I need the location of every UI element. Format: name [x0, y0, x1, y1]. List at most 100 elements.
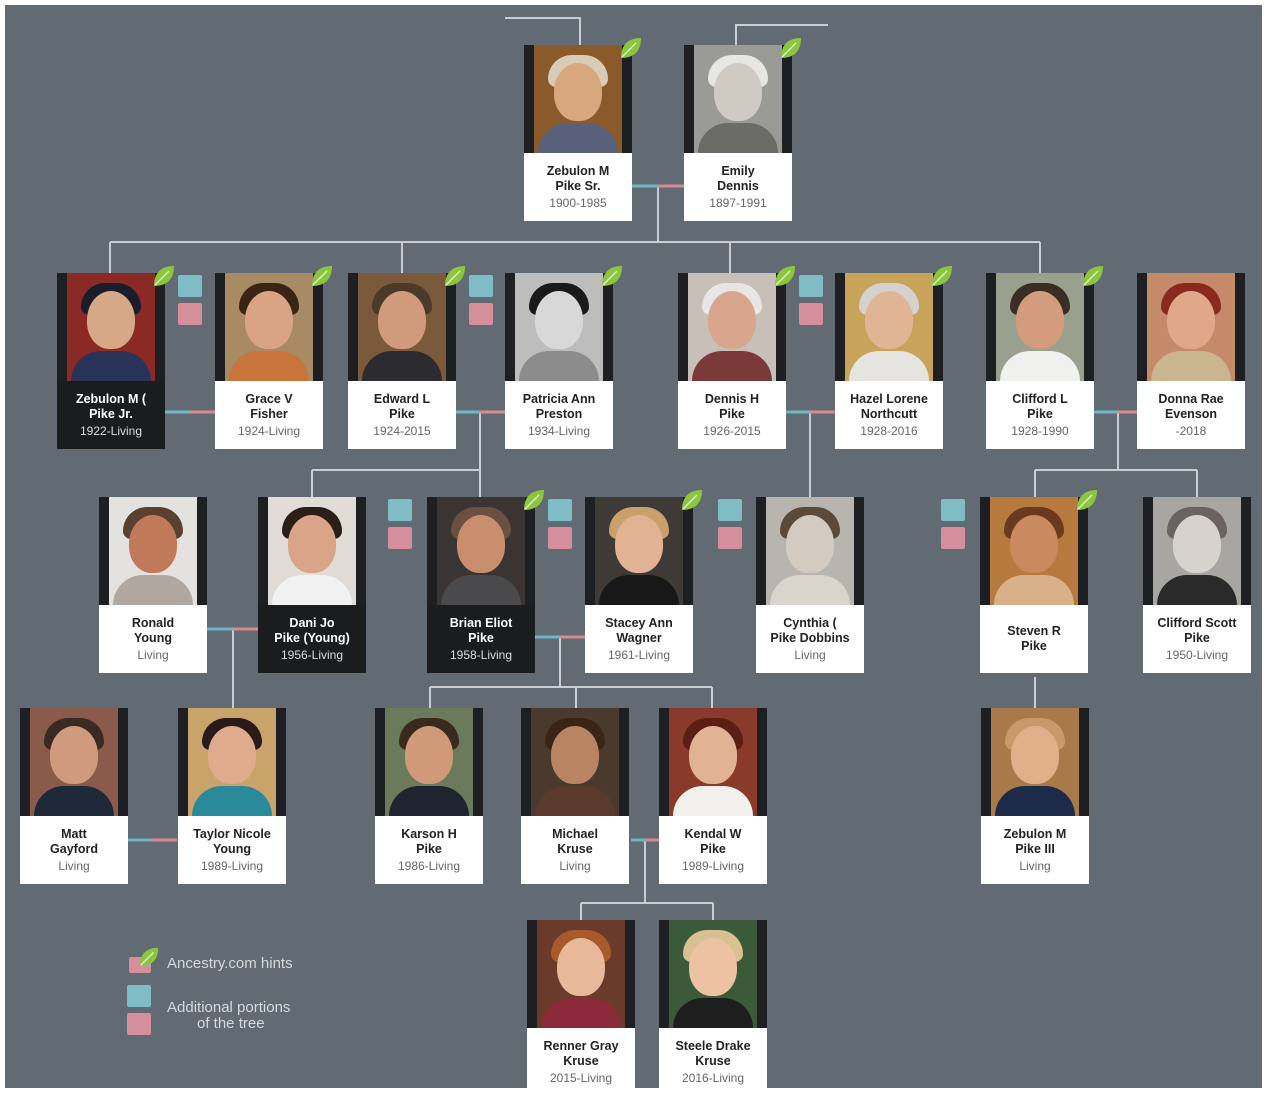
person-name: Edward L	[373, 391, 431, 406]
person-photo	[1137, 273, 1245, 381]
person-name: Renner Gray	[543, 1038, 619, 1053]
additional-portions-icon[interactable]	[178, 275, 212, 325]
person-name: Brian Eliot	[449, 615, 513, 630]
person-dates: 1897-1991	[709, 195, 767, 210]
person-dates: Living	[58, 858, 90, 873]
hint-leaf-icon[interactable]	[599, 263, 625, 289]
hint-leaf-icon	[139, 947, 159, 967]
person-name: Donna Rae	[1158, 391, 1224, 406]
person-name: Pike	[389, 406, 415, 421]
person-photo	[756, 497, 864, 605]
additional-portions-icon[interactable]	[941, 499, 975, 549]
person-name: Grace V	[245, 391, 293, 406]
person-dates: 1986-Living	[397, 858, 461, 873]
legend: Ancestry.com hints Additional portions o…	[125, 945, 375, 1045]
person-name: Zebulon M (	[75, 391, 147, 406]
hint-leaf-icon[interactable]	[929, 263, 955, 289]
person-photo	[375, 708, 483, 816]
additional-portions-icon[interactable]	[799, 275, 833, 325]
person-name: Pike (Young)	[274, 630, 350, 645]
person-name: Young	[213, 841, 251, 856]
person-photo	[99, 497, 207, 605]
additional-portions-icon[interactable]	[388, 499, 422, 549]
person-photo	[524, 45, 632, 153]
person-photo	[980, 497, 1088, 605]
person-dates: 1924-2015	[373, 423, 431, 438]
hint-leaf-icon[interactable]	[778, 35, 804, 61]
hint-leaf-icon[interactable]	[1074, 487, 1100, 513]
person-name: Pike Sr.	[555, 178, 601, 193]
person-name: Preston	[535, 406, 583, 421]
person-photo	[427, 497, 535, 605]
person-photo	[659, 920, 767, 1028]
person-photo	[678, 273, 786, 381]
person-name: Zebulon M	[1003, 826, 1067, 841]
person-name: Dennis H	[704, 391, 760, 406]
additional-portions-icon[interactable]	[469, 275, 503, 325]
hint-leaf-icon[interactable]	[309, 263, 335, 289]
hint-leaf-icon[interactable]	[521, 487, 547, 513]
hint-leaf-icon[interactable]	[442, 263, 468, 289]
person-name: Pike	[700, 841, 726, 856]
additional-portions-icon[interactable]	[718, 499, 752, 549]
hint-leaf-icon[interactable]	[679, 487, 705, 513]
legend-portions-line1: Additional portions	[167, 999, 291, 1016]
person-name: Kruse	[563, 1053, 599, 1068]
person-name: Pike Dobbins	[770, 630, 850, 645]
additional-portions-icon[interactable]	[548, 499, 582, 549]
hint-leaf-icon[interactable]	[1080, 263, 1106, 289]
person-photo	[835, 273, 943, 381]
person-card-zebulon-jr[interactable]: Zebulon M (Pike Jr.1922-Living	[57, 266, 174, 451]
person-name: Steele Drake	[675, 1038, 751, 1053]
hint-leaf-icon[interactable]	[151, 263, 177, 289]
hint-leaf-icon[interactable]	[618, 35, 644, 61]
legend-portions-row: Additional portions of the tree	[125, 985, 375, 1041]
person-name: Pike	[416, 841, 442, 856]
person-photo	[986, 273, 1094, 381]
hint-leaf-icon[interactable]	[772, 263, 798, 289]
person-name: Pike	[1021, 639, 1047, 653]
person-name: Ronald	[131, 615, 175, 630]
person-name: Pike	[719, 406, 745, 421]
person-dates: Living	[794, 647, 826, 662]
person-dates: 1989-Living	[681, 858, 745, 873]
person-dates: 1924-Living	[237, 423, 301, 438]
person-photo	[527, 920, 635, 1028]
person-name: Young	[134, 630, 172, 645]
